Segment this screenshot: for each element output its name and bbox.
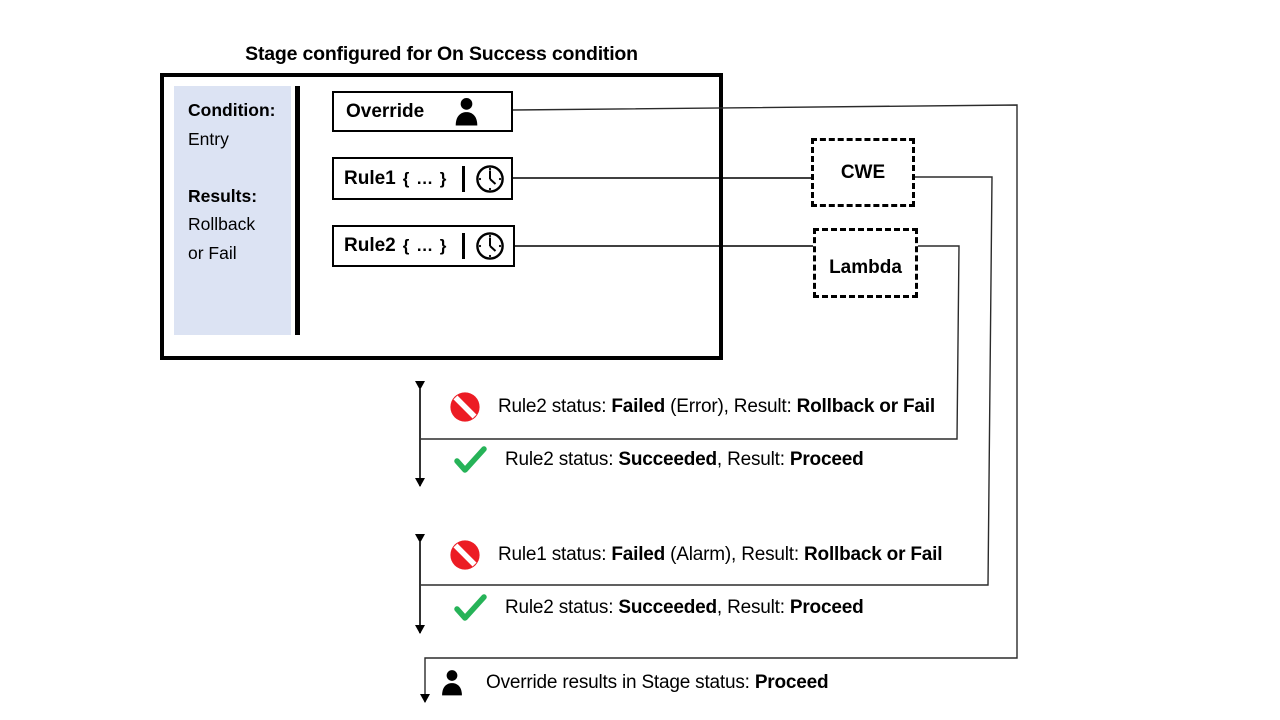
rule1-label: Rule1 (344, 167, 396, 189)
override-label: Override (346, 100, 425, 122)
rule2-succeeded-text: Rule2 status: Succeeded, Result: Proceed (505, 449, 864, 470)
panel-divider-bar (295, 86, 300, 335)
results-value-line1: Rollback (188, 214, 256, 234)
rule2-node: Rule2 { … } (332, 225, 515, 267)
rule2-succeeded-row: Rule2 status: Succeeded, Result: Proceed (453, 445, 864, 475)
cwe-label: CWE (840, 161, 886, 183)
condition-label: Condition: (188, 100, 276, 120)
clock-icon (476, 232, 505, 260)
person-icon (442, 670, 462, 696)
rule1-failed-row: Rule1 status: Failed (Alarm), Result: Ro… (449, 539, 942, 571)
rule2-failed-text: Rule2 status: Failed (Error), Result: Ro… (498, 396, 935, 417)
cwe-box: CWE (811, 138, 915, 207)
rule2-detail: { … } (402, 236, 448, 255)
lambda-box: Lambda (813, 228, 918, 298)
person-icon (455, 98, 478, 126)
check-icon (454, 594, 487, 621)
clock-icon (476, 164, 505, 193)
check-icon (454, 446, 487, 473)
rule1-failed-text: Rule1 status: Failed (Alarm), Result: Ro… (498, 544, 943, 565)
override-result-row: Override results in Stage status: Procee… (438, 667, 829, 698)
diagram-title: Stage configured for On Success conditio… (245, 43, 638, 65)
condition-value: Entry (188, 128, 229, 149)
no-entry-icon (450, 540, 480, 570)
rule1-node: Rule1 { … } (332, 157, 513, 200)
rule2-succeeded-row-2: Rule2 status: Succeeded, Result: Proceed (453, 593, 864, 623)
results-value-line2: or Fail (188, 242, 237, 263)
results-label: Results: (188, 185, 258, 206)
condition-panel: Condition: Entry Results: Rollback or Fa… (174, 86, 291, 335)
override-node: Override (332, 91, 513, 132)
pipe-divider (462, 233, 466, 259)
lambda-label: Lambda (829, 257, 902, 278)
no-entry-icon (450, 392, 480, 422)
panel-spacer (188, 153, 287, 182)
pipe-divider (462, 165, 466, 192)
rule2-label: Rule2 (344, 235, 396, 256)
override-result-text: Override results in Stage status: Procee… (486, 671, 829, 693)
rule2-succeeded-text-2: Rule2 status: Succeeded, Result: Proceed (505, 597, 864, 618)
rule1-detail: { … } (402, 168, 448, 188)
rule2-failed-row: Rule2 status: Failed (Error), Result: Ro… (449, 391, 935, 423)
